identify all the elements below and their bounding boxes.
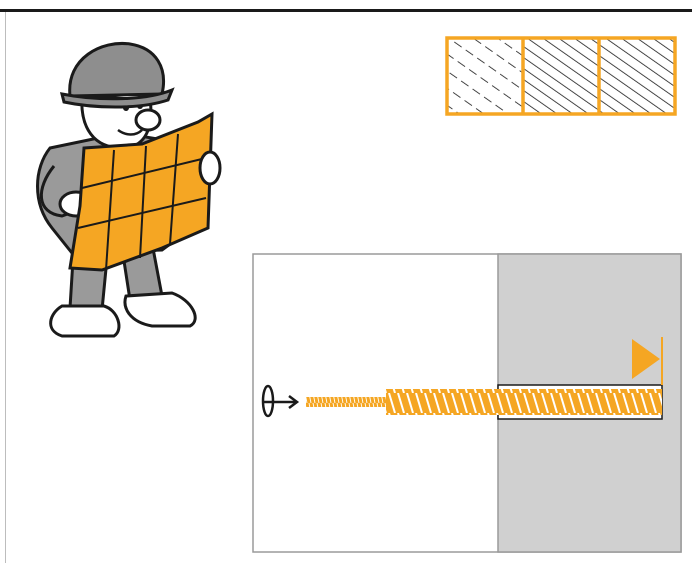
rotation-direction-icon xyxy=(261,384,300,418)
top-divider xyxy=(0,9,692,12)
hollow-brick-swatch xyxy=(447,38,523,114)
worker-reading-plan-icon xyxy=(36,41,222,338)
concrete-swatch xyxy=(523,38,599,114)
embedment-depth-marker-icon xyxy=(632,339,660,379)
left-border xyxy=(5,12,6,563)
material-hatch-swatches-icon xyxy=(445,36,677,116)
solid-brick-swatch xyxy=(599,38,675,114)
installation-diagram xyxy=(252,253,682,553)
